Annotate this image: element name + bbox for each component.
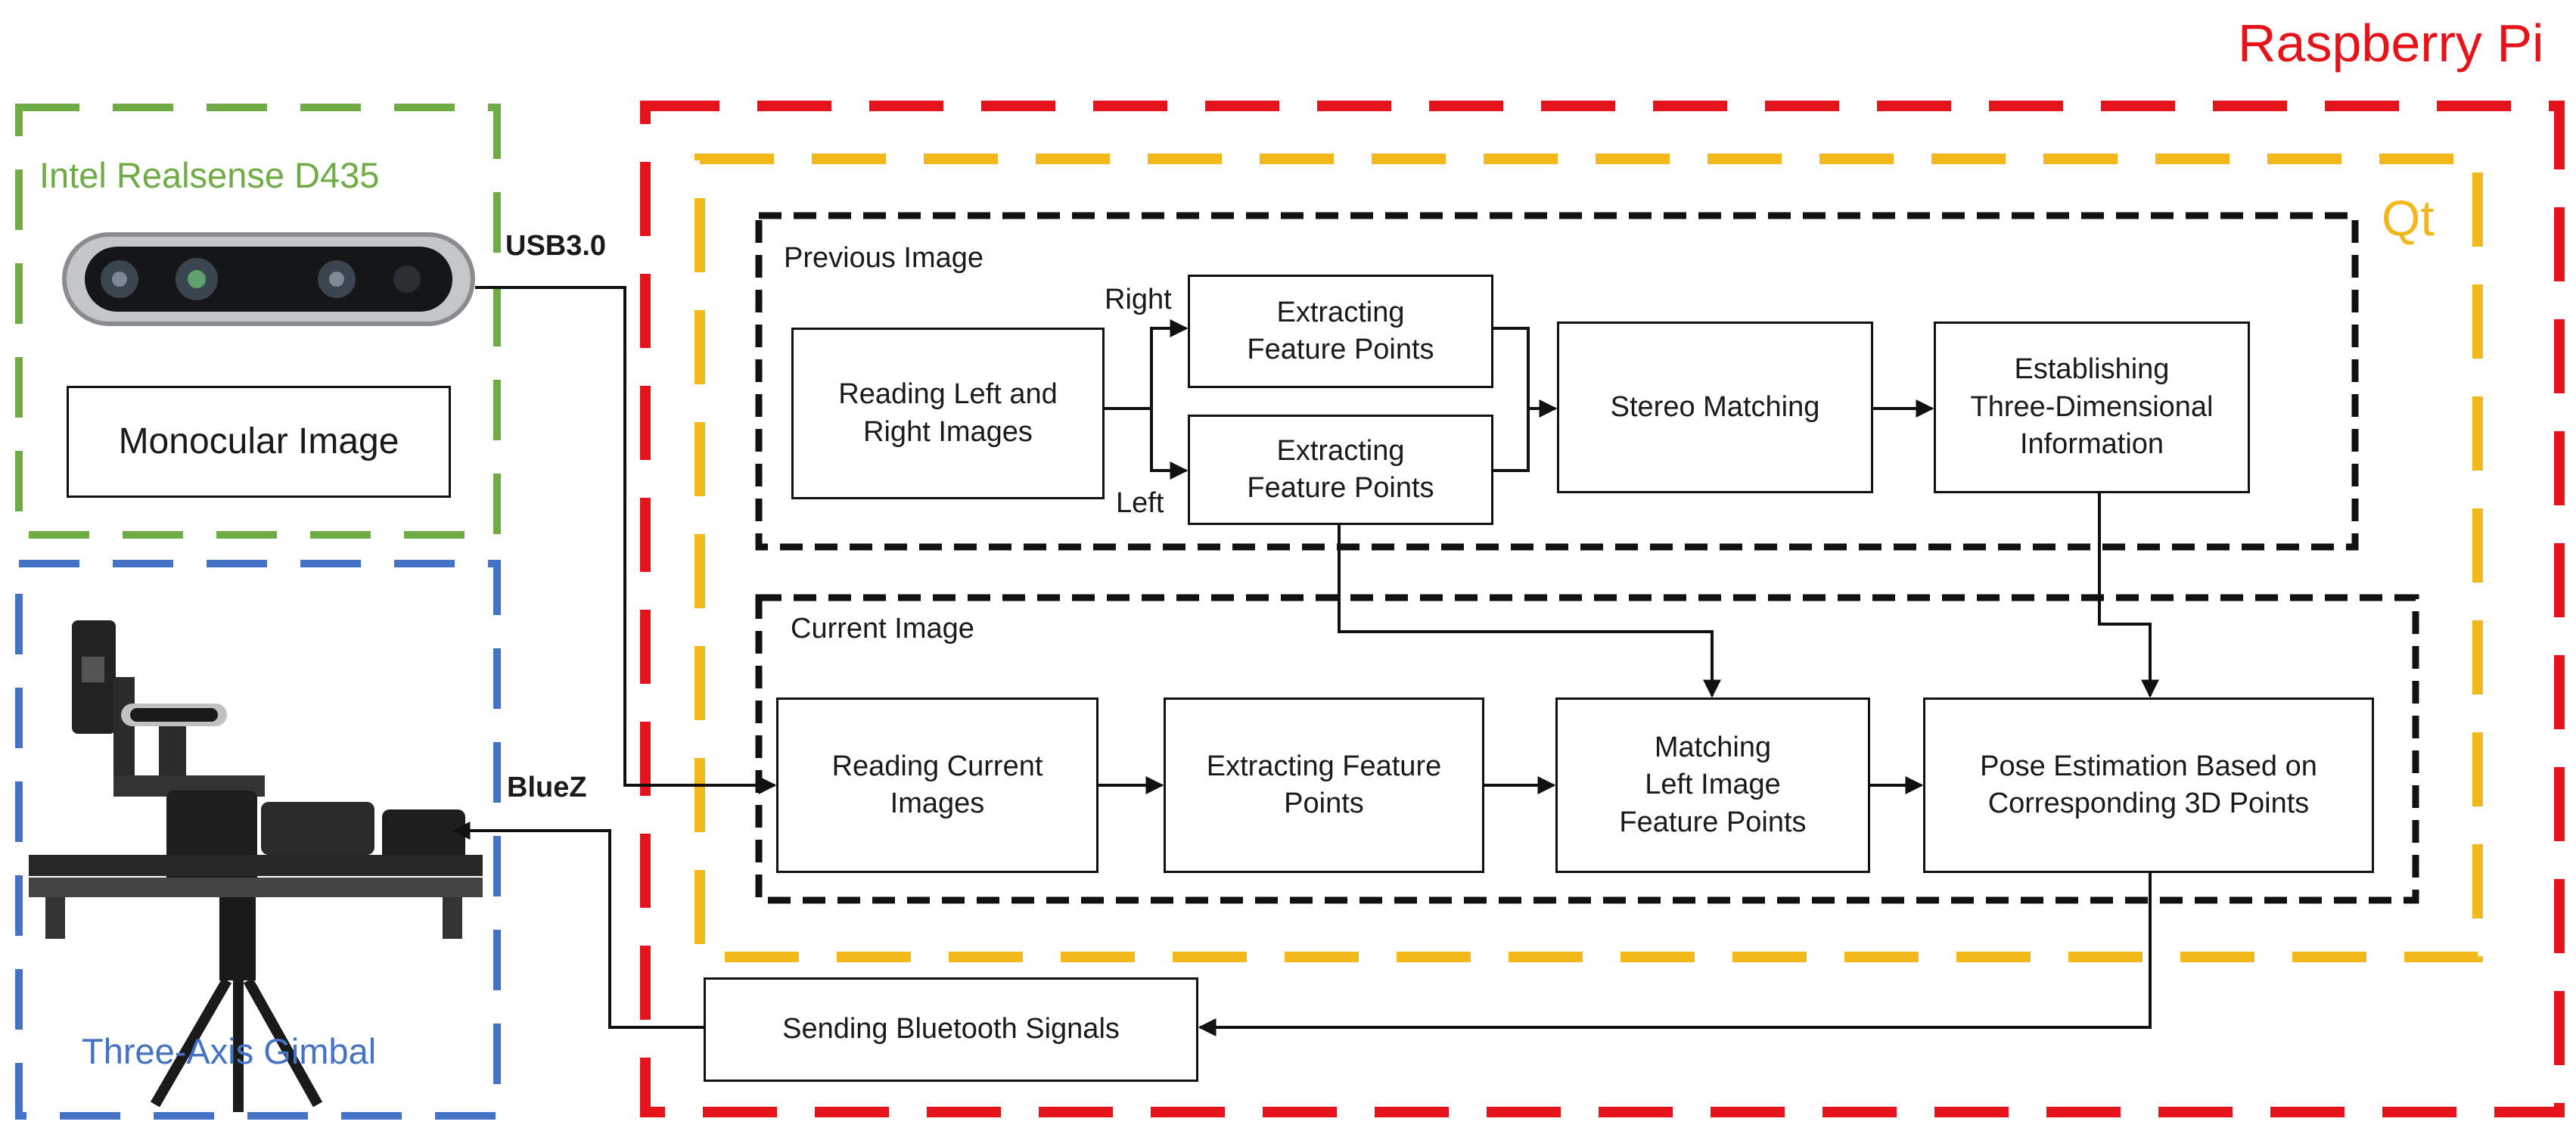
raspberry-pi-label: Raspberry Pi <box>2238 14 2544 73</box>
previous-image-label: Previous Image <box>784 242 984 274</box>
gimbal-frame <box>15 560 501 1120</box>
left-label: Left <box>1116 487 1164 519</box>
extracting-right-feature-points-box: Extracting Feature Points <box>1188 275 1493 388</box>
current-image-frame <box>755 594 2419 904</box>
gimbal-icon <box>29 620 483 1112</box>
camera-label: Intel Realsense D435 <box>39 155 380 195</box>
right-label: Right <box>1105 284 1172 315</box>
qt-frame <box>694 154 2483 962</box>
current-image-label: Current Image <box>791 613 974 645</box>
establishing-3d-information-box: Establishing Three-Dimensional Informati… <box>1934 322 2250 493</box>
extracting-left-feature-points-box: Extracting Feature Points <box>1188 415 1493 525</box>
usb-label: USB3.0 <box>505 230 607 262</box>
pose-to-bluetooth-arrow <box>1198 870 2152 1036</box>
gimbal-label: Three-Axis Gimbal <box>82 1031 377 1071</box>
camera-icon <box>62 232 475 326</box>
left-features-to-matching-arrow <box>1338 525 1721 698</box>
extracting-current-feature-points-box: Extracting Feature Points <box>1164 697 1484 873</box>
3d-info-to-pose-arrow <box>2098 493 2159 698</box>
reading-left-right-images-box: Reading Left and Right Images <box>791 328 1105 499</box>
sending-bluetooth-signals-box: Sending Bluetooth Signals <box>704 977 1198 1082</box>
bluetooth-to-gimbal-arrow <box>452 822 704 1029</box>
monocular-image-box: Monocular Image <box>67 386 451 498</box>
usb-link <box>475 286 777 794</box>
left-to-stereo-line <box>1493 409 1530 472</box>
raspberry-pi-frame <box>640 101 2565 1117</box>
matching-left-image-feature-points-box: Matching Left Image Feature Points <box>1555 697 1870 873</box>
right-branch-arrow <box>1105 319 1189 410</box>
left-branch-arrow <box>1150 409 1189 480</box>
qt-label: Qt <box>2382 190 2435 246</box>
pose-estimation-box: Pose Estimation Based on Corresponding 3… <box>1923 697 2374 873</box>
bluez-label: BlueZ <box>507 772 587 803</box>
stereo-matching-box: Stereo Matching <box>1557 322 1873 493</box>
camera-frame <box>15 104 501 539</box>
reading-current-images-box: Reading Current Images <box>776 697 1098 873</box>
previous-image-frame <box>755 212 2359 551</box>
right-to-stereo-line <box>1493 327 1530 409</box>
